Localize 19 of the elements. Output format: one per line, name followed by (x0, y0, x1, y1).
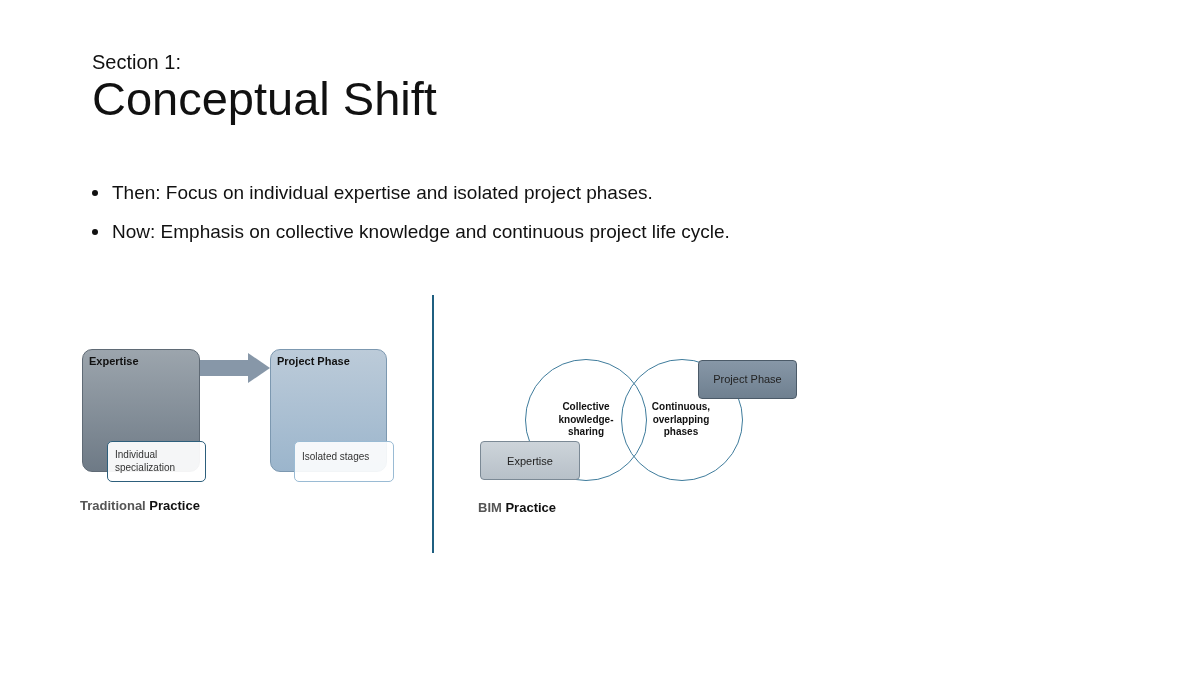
panel-caption: BIM Practice (478, 499, 557, 517)
node-text: Collective knowledge-sharing (557, 401, 615, 439)
label-box (698, 360, 797, 399)
panel-caption: Traditional Practice (80, 497, 200, 515)
section-label: Section 1: (92, 50, 181, 74)
node-text: Isolated stages (302, 451, 370, 464)
arrow (200, 353, 270, 383)
slide-title: Conceptual Shift (92, 72, 437, 126)
note-box (294, 441, 394, 482)
node-text: Individual specialization (115, 449, 177, 474)
node-text: Project Phase (277, 355, 350, 369)
bullet-text: Then: Focus on individual expertise and isolated project phases. (112, 181, 653, 205)
node-text: Expertise (506, 455, 554, 469)
note-box (107, 441, 206, 482)
bullet-text: Now: Emphasis on collective knowledge and continuous project life cycle. (112, 220, 730, 244)
node-text: Continuous, overlapping phases (650, 401, 712, 439)
node-text: Project Phase (712, 373, 783, 387)
label-box (480, 441, 580, 480)
node-text: Expertise (89, 355, 139, 369)
